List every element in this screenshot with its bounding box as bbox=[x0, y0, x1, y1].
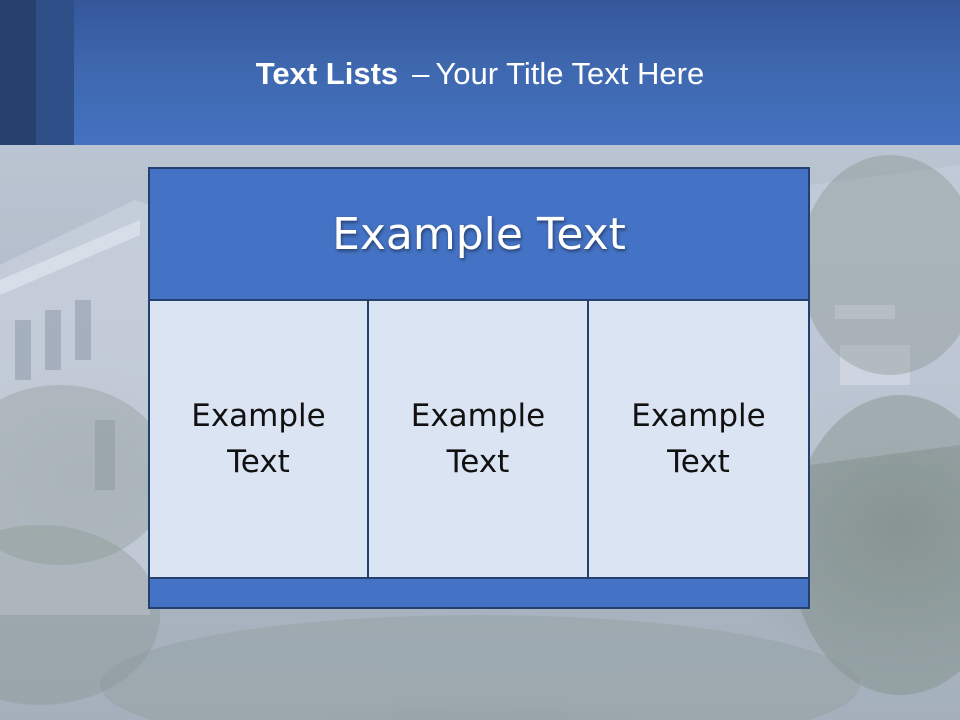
title-dash: – bbox=[412, 56, 430, 91]
building-silhouette bbox=[0, 155, 960, 720]
table-header-text: Example Text bbox=[332, 208, 626, 260]
slide-title: Text Lists–Your Title Text Here bbox=[0, 52, 960, 96]
decorative-stripe bbox=[0, 0, 36, 145]
title-rest: Your Title Text Here bbox=[435, 56, 705, 91]
table-header: Example Text bbox=[150, 169, 808, 301]
title-bold: Text Lists bbox=[255, 56, 399, 91]
table-cell: Example Text bbox=[150, 301, 369, 577]
table-footer bbox=[150, 577, 808, 607]
table-cell: Example Text bbox=[589, 301, 808, 577]
table-cell-text: Example Text bbox=[631, 398, 766, 480]
table-cell-text: Example Text bbox=[410, 398, 546, 480]
decorative-stripe bbox=[36, 0, 74, 145]
text-list-table: Example Text Example Text Example Text E… bbox=[148, 167, 810, 609]
table-cell-text: Example Text bbox=[191, 398, 326, 480]
title-band: Text Lists–Your Title Text Here bbox=[0, 0, 960, 145]
table-cell: Example Text bbox=[369, 301, 589, 577]
